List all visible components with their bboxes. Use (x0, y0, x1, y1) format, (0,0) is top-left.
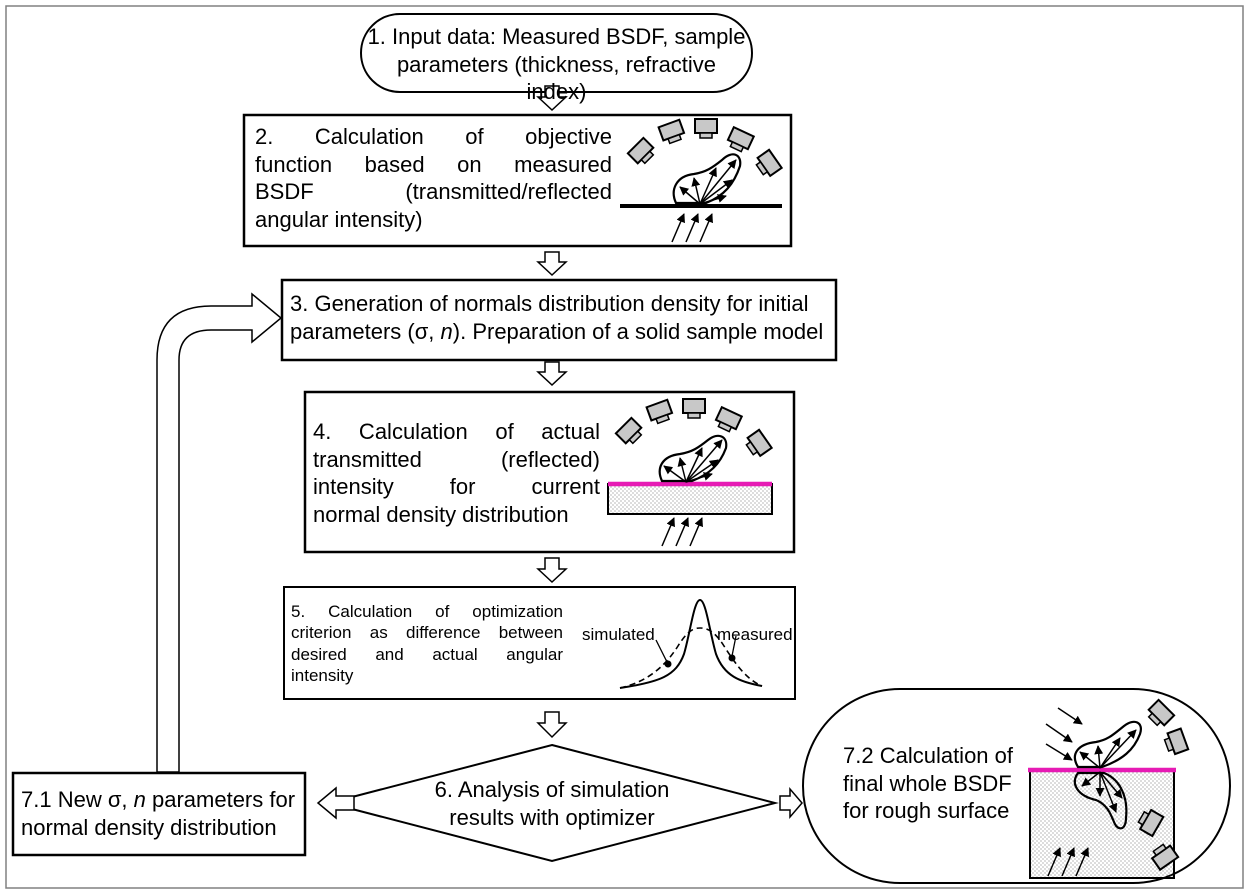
step1-text: 1. Input data: Measured BSDF, sample par… (365, 23, 748, 106)
step6-decision (325, 743, 779, 863)
step1-line1: 1. Input data: Measured BSDF, sample (367, 24, 746, 49)
step4-text: 4. Calculation of actual transmitted (re… (313, 418, 600, 528)
arrow-3-4 (536, 361, 568, 387)
step3-box (280, 278, 838, 362)
feedback-loop-arrow (156, 292, 283, 773)
outer-frame (5, 5, 1244, 889)
label-simulated: simulated (582, 625, 655, 644)
step4-line2: transmitted (reflected) (313, 446, 600, 472)
arrow-6-72 (779, 786, 803, 820)
simulated-curve (619, 598, 763, 689)
step1-line2: parameters (thickness, refractive index) (396, 51, 717, 105)
step4-illustration (607, 398, 773, 547)
step72-line3: for rough surface (843, 798, 1010, 823)
step5-line2: criterion as difference between (291, 623, 563, 643)
step5-box (283, 586, 796, 700)
step72-illustration (1028, 698, 1190, 879)
step72-text: 7.2 Calculation of final whole BSDF for … (843, 742, 1033, 825)
arrow-2-3 (536, 251, 568, 277)
step72-line1: 7.2 Calculation of (843, 743, 1013, 768)
step6-line1: 6. Analysis of simulation (434, 777, 670, 802)
step4-line3: intensity for current (313, 474, 600, 499)
label-measured: measured (717, 625, 793, 644)
step5-line4: intensity (291, 665, 354, 685)
step6-text: 6. Analysis of simulation results with o… (412, 776, 692, 831)
step6-line2: results with optimizer (449, 804, 655, 830)
step3-line2: parameters (σ, n). Preparation of a soli… (290, 318, 824, 344)
step4-line4: normal density distribution (313, 501, 569, 527)
step2-line1: 2. Calculation of objective (255, 124, 612, 149)
arrow-1-2 (536, 85, 568, 112)
step72-line2: final whole BSDF (843, 770, 1012, 796)
step3-line1: 3. Generation of normals distribution de… (290, 291, 809, 316)
step2-line2: function based on measured (255, 151, 612, 177)
arrow-5-6 (536, 711, 568, 739)
step71-box (11, 771, 307, 857)
step71-line2: normal density distribution (21, 814, 277, 840)
step2-illustration (620, 118, 783, 243)
measured-curve (619, 627, 763, 689)
arrow-6-71 (316, 786, 355, 820)
step5-illustration (619, 598, 763, 689)
step4-line1: 4. Calculation of actual (313, 419, 600, 444)
step5-line1: 5. Calculation of optimization (291, 602, 563, 621)
down-arrows (316, 85, 803, 820)
step2-text: 2. Calculation of objective function bas… (255, 123, 612, 233)
step4-box (303, 390, 796, 554)
step71-text: 7.1 New σ, n parameters for normal densi… (21, 786, 303, 841)
step3-text: 3. Generation of normals distribution de… (290, 290, 830, 345)
step5-text: 5. Calculation of optimization criterion… (291, 601, 563, 686)
step2-line4: angular intensity) (255, 206, 423, 232)
step5-line3: desired and actual angular (291, 644, 563, 664)
step71-line1: 7.1 New σ, n parameters for (21, 787, 296, 812)
arrow-4-5 (536, 557, 568, 584)
step2-line3: BSDF (transmitted/reflected (255, 179, 612, 204)
